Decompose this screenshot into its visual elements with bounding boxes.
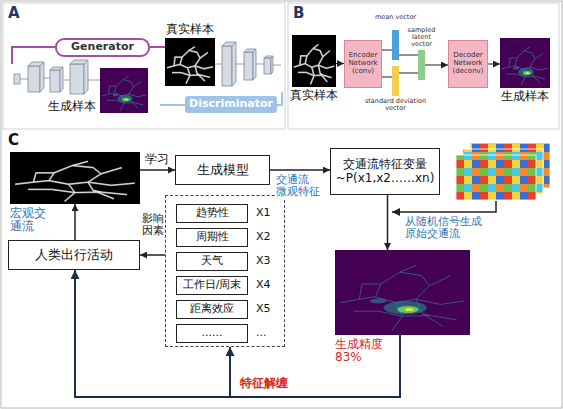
macro-traffic-image <box>10 152 140 204</box>
random-signal-cube <box>456 155 536 200</box>
node-text: 人类出行活动 <box>35 248 113 262</box>
node-text: 生成样本 <box>48 100 96 113</box>
node-text: 趋势性 <box>196 207 229 219</box>
edge-label: 影响 因素 <box>142 213 164 236</box>
variable-box: 交通流特征变量~P(x1,x2……xn) <box>330 148 440 195</box>
edge-label: 特征解缠 <box>240 377 288 390</box>
connector <box>382 50 392 51</box>
connector <box>140 254 165 256</box>
node-text: ~P(x1,x2……xn) <box>336 172 435 185</box>
layer-link <box>215 64 281 65</box>
layer-link <box>20 78 100 80</box>
generator-layers <box>14 60 88 94</box>
latent-vector-bar: sampled latent vector <box>418 50 425 80</box>
generator-label: Generator <box>55 38 150 57</box>
generated-heatmap-image <box>335 250 470 335</box>
factor-index: ... <box>256 324 267 342</box>
connector <box>399 55 418 56</box>
factor-box: ...... <box>176 324 248 343</box>
real-traffic-image <box>292 35 336 87</box>
generated-sample-image: 生成样本 <box>500 38 550 88</box>
node-text: 宏观交 通流 <box>10 207 46 233</box>
panel-frame <box>3 3 285 129</box>
factor-box: 天气 <box>176 252 248 271</box>
factor-index: X4 <box>256 276 271 294</box>
node-text: Discriminator <box>189 98 273 110</box>
generated-sample-image: 生成样本 <box>100 68 148 113</box>
node-text: sampled latent vector <box>402 27 442 48</box>
real-traffic-image <box>165 38 215 86</box>
node-text: 生成模型 <box>197 163 249 177</box>
factor-box: 周期性 <box>176 228 248 247</box>
factor-index: X1 <box>256 204 271 222</box>
factor-index: X5 <box>256 300 271 318</box>
factor-index: X2 <box>256 228 271 246</box>
factor-box: 工作日/周末 <box>176 276 248 295</box>
signal-note: 从随机信号生成 原始交通流 <box>405 216 482 240</box>
connector <box>488 64 500 65</box>
encoder-box: Encoder Network (conv) <box>344 40 382 88</box>
factor-box: 趋势性 <box>176 204 248 223</box>
connector <box>336 63 344 64</box>
connector <box>74 204 76 240</box>
process-box: 人类出行活动 <box>8 240 140 270</box>
node-text: mean vector <box>375 14 416 21</box>
node-text: standard deviation vector <box>364 98 428 112</box>
connector <box>382 77 392 78</box>
panel-label: A <box>8 5 20 22</box>
node-text: 生成精度 83% <box>335 338 383 364</box>
decoder-box: Decoder Network (deconv) <box>448 40 488 88</box>
factor-group: X1X2X3X4X5... 趋势性周期性天气工作日/周末距离效应...... <box>165 195 285 347</box>
panel-label: C <box>8 132 19 149</box>
node-text: 周期性 <box>196 231 229 243</box>
edge-label: 交通流 微观特征 <box>276 174 320 198</box>
real-sample-image: 真实样本 <box>165 38 215 86</box>
node-text: ...... <box>202 327 223 339</box>
panel-frame <box>288 3 559 129</box>
connector <box>425 65 448 66</box>
panel-label: B <box>293 5 304 22</box>
discriminator-label: Discriminator <box>185 96 277 113</box>
connector <box>270 169 330 171</box>
process-box: 生成模型 <box>175 155 270 185</box>
std-vector-bar: standard deviation vector <box>392 66 399 96</box>
signal-arrow <box>392 201 496 212</box>
connector <box>230 335 400 397</box>
node-text: 生成样本 <box>501 90 549 103</box>
discriminator-layers <box>222 42 273 86</box>
generated-heatmap: 生成精度 83% <box>335 250 470 335</box>
generated-heatmap-image <box>500 38 550 88</box>
mean-vector-bar: mean vector <box>392 30 399 60</box>
node-text: 工作日/周末 <box>183 279 242 291</box>
connector <box>140 169 175 171</box>
edge-label: 学习 <box>145 153 169 166</box>
node-text: Decoder Network (deconv) <box>453 52 484 75</box>
generated-heatmap-image <box>100 68 148 113</box>
connector <box>399 73 418 74</box>
node-text: 真实样本 <box>166 23 214 36</box>
connector <box>75 270 400 397</box>
factor-index: X3 <box>256 252 271 270</box>
factor-box: 距离效应 <box>176 300 248 319</box>
node-text: 天气 <box>201 255 223 267</box>
macro-traffic-image: 宏观交 通流 <box>10 152 140 204</box>
node-text: 距离效应 <box>190 303 234 315</box>
node-text: Generator <box>71 41 134 53</box>
node-text: Encoder Network (conv) <box>348 52 377 75</box>
node-text: 交通流特征变量 <box>343 158 427 171</box>
connector <box>387 195 389 250</box>
real-sample-image: 真实样本 <box>292 35 336 87</box>
node-text: 真实样本 <box>290 89 338 102</box>
